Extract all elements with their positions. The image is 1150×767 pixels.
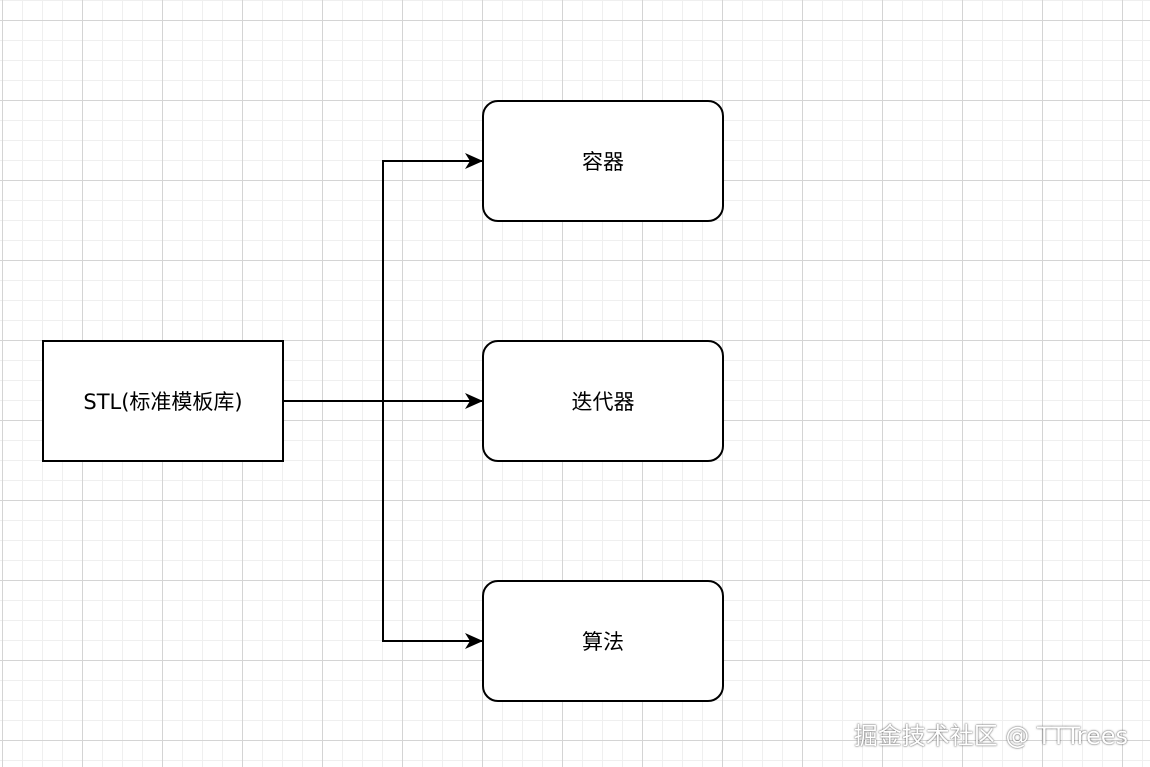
root-node-stl[interactable]: STL(标准模板库) bbox=[42, 340, 284, 462]
child-node-algorithms[interactable]: 算法 bbox=[482, 580, 724, 702]
child-node-containers[interactable]: 容器 bbox=[482, 100, 724, 222]
edge-root-to-containers bbox=[284, 153, 483, 402]
watermark-text: 掘金技术社区 @ TTTrees bbox=[853, 722, 1128, 750]
child-node-label: 容器 bbox=[582, 150, 624, 174]
child-node-iterators[interactable]: 迭代器 bbox=[482, 340, 724, 462]
child-node-label: 迭代器 bbox=[571, 390, 635, 414]
edge-root-to-algorithms bbox=[284, 400, 483, 649]
child-node-label: 算法 bbox=[582, 630, 624, 654]
root-node-label: STL(标准模板库) bbox=[83, 390, 243, 414]
